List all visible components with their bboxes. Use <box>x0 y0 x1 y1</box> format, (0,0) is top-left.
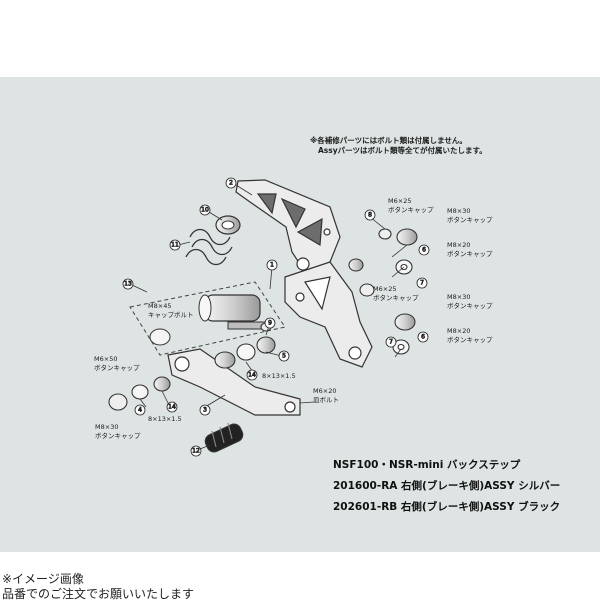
right-fasteners <box>348 228 418 355</box>
svg-text:9: 9 <box>268 320 272 327</box>
callout-7b: 7 <box>385 336 397 348</box>
svg-text:2: 2 <box>229 180 233 187</box>
svg-text:皿ボルト: 皿ボルト <box>313 396 339 404</box>
svg-text:ボタンキャップ: ボタンキャップ <box>447 301 493 310</box>
bushing <box>215 215 241 235</box>
return-spring <box>185 228 233 266</box>
upper-bracket <box>235 179 341 273</box>
spec-labels: M6×25 ボタンキャップ M8×30 ボタンキャップ M8×20 ボタンキャッ… <box>94 197 493 440</box>
svg-text:ボタンキャップ: ボタンキャップ <box>373 293 419 302</box>
svg-text:M8×30: M8×30 <box>447 207 470 215</box>
svg-text:7: 7 <box>420 280 424 287</box>
svg-text:M8×30: M8×30 <box>95 423 118 431</box>
order-note: 品番でのご注文でお願いいたします <box>2 587 195 601</box>
callout-7a: 7 <box>416 277 428 289</box>
svg-text:M6×25: M6×25 <box>373 285 396 293</box>
callout-9: 9 <box>264 317 276 329</box>
callout-14b: 14 <box>166 401 178 413</box>
svg-text:ボタンキャップ: ボタンキャップ <box>388 205 434 214</box>
callout-5: 5 <box>278 350 290 362</box>
svg-text:M6×20: M6×20 <box>313 387 336 395</box>
callout-10: 10 <box>199 204 211 216</box>
callout-11: 11 <box>169 239 181 251</box>
svg-text:13: 13 <box>124 281 132 288</box>
part-number-ra: 201600-RA 右側(ブレーキ側)ASSY シルバー <box>333 480 561 492</box>
svg-text:M6×25: M6×25 <box>388 197 411 205</box>
callout-12: 12 <box>190 445 202 457</box>
svg-text:M8×20: M8×20 <box>447 241 470 249</box>
svg-text:ボタンキャップ: ボタンキャップ <box>447 249 493 258</box>
svg-text:M8×20: M8×20 <box>447 327 470 335</box>
svg-text:14: 14 <box>248 372 256 379</box>
svg-text:11: 11 <box>171 242 179 249</box>
svg-text:ボタンキャップ: ボタンキャップ <box>95 431 141 440</box>
callout-1: 1 <box>266 259 278 271</box>
callout-numbers: 2 10 11 1 8 6 7 6 7 13 9 5 14 3 14 4 12 <box>122 177 430 457</box>
part-number-rb: 202601-RB 右側(ブレーキ側)ASSY ブラック <box>333 501 561 513</box>
svg-text:6: 6 <box>422 247 426 254</box>
svg-text:M8×30: M8×30 <box>447 293 470 301</box>
svg-text:14: 14 <box>168 404 176 411</box>
svg-text:12: 12 <box>192 448 200 455</box>
callout-6b: 6 <box>417 331 429 343</box>
svg-text:7: 7 <box>389 339 393 346</box>
pivot-assembly-group <box>129 281 286 356</box>
svg-text:3: 3 <box>203 407 207 414</box>
callout-6a: 6 <box>418 244 430 256</box>
svg-text:4: 4 <box>138 407 142 414</box>
svg-text:M8×45: M8×45 <box>148 302 171 310</box>
note-line-1: ※各補修パーツにはボルト類は付属しません。 <box>310 136 467 145</box>
svg-text:M6×50: M6×50 <box>94 355 117 363</box>
svg-text:10: 10 <box>201 207 209 214</box>
svg-text:ボタンキャップ: ボタンキャップ <box>447 335 493 344</box>
product-title: NSF100・NSR-mini バックステップ <box>333 459 521 471</box>
callout-3: 3 <box>199 404 211 416</box>
svg-text:6: 6 <box>421 334 425 341</box>
callout-2: 2 <box>225 177 237 189</box>
note-line-2: Assyパーツはボルト類等全てが付属いたします。 <box>318 146 487 155</box>
footpeg-rubber <box>204 422 244 453</box>
svg-text:ボタンキャップ: ボタンキャップ <box>94 363 140 372</box>
svg-text:ボタンキャップ: ボタンキャップ <box>447 215 493 224</box>
exploded-parts-diagram: 2 10 11 1 8 6 7 6 7 13 9 5 14 3 14 4 12 … <box>94 177 493 457</box>
svg-text:8×13×1.5: 8×13×1.5 <box>148 415 182 423</box>
callout-8: 8 <box>364 209 376 221</box>
callout-4: 4 <box>134 404 146 416</box>
svg-text:1: 1 <box>270 262 274 269</box>
image-note: ※イメージ画像 <box>2 572 84 586</box>
svg-text:5: 5 <box>282 353 286 360</box>
svg-text:8: 8 <box>368 212 372 219</box>
lower-plate <box>284 261 373 368</box>
callout-13: 13 <box>122 278 134 290</box>
svg-text:8×13×1.5: 8×13×1.5 <box>262 372 296 380</box>
callout-14a: 14 <box>246 369 258 381</box>
svg-text:キャップボルト: キャップボルト <box>148 311 194 319</box>
